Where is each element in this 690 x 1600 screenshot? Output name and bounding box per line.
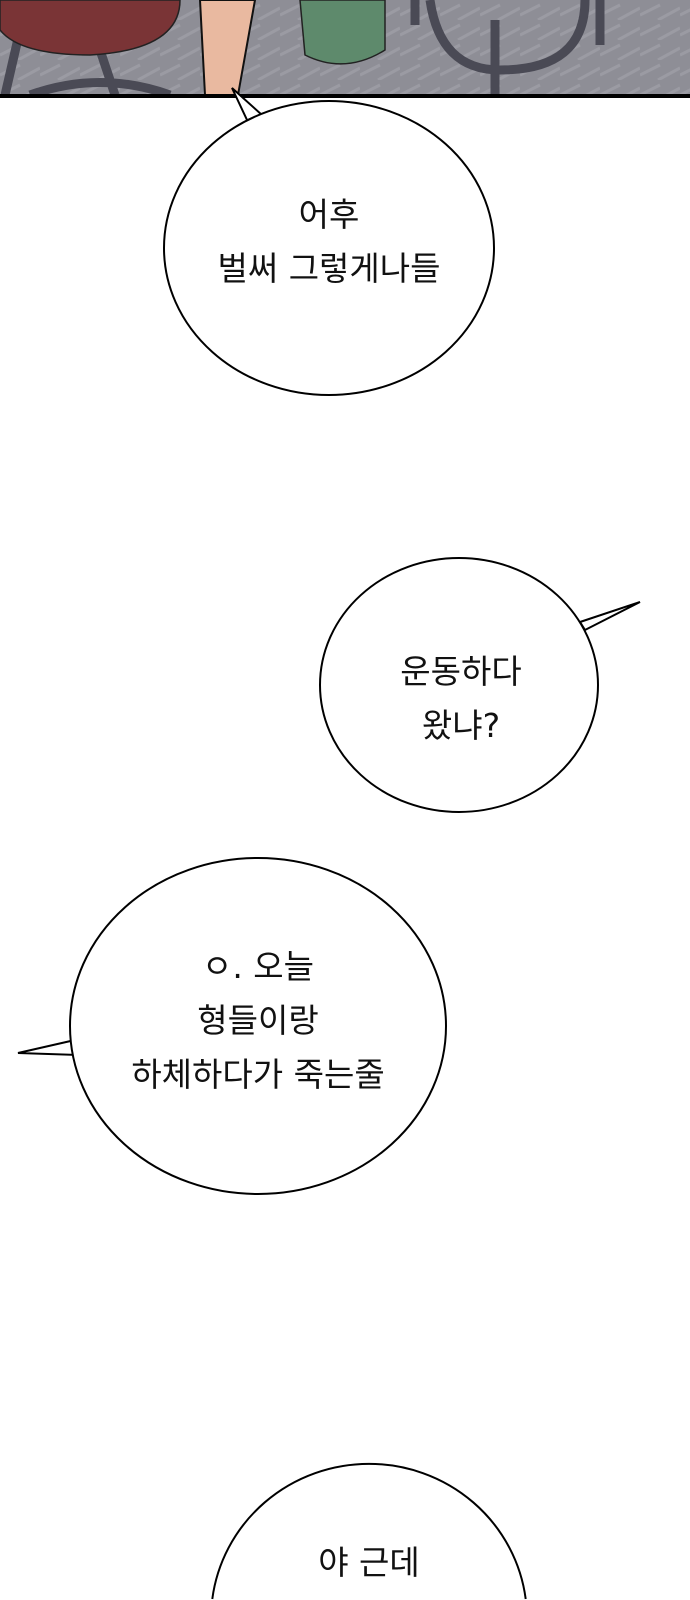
bubble-text-line: 벌써 그렇게나들 — [217, 249, 441, 288]
stool-left — [0, 0, 181, 95]
bubble-text-line: 어후 — [298, 195, 360, 234]
bubble-2 — [319, 557, 599, 813]
panel-border — [0, 94, 690, 98]
floor-scene-illustration — [0, 0, 690, 95]
bubble-text-line: 하체하다가 죽는줄 — [131, 1055, 385, 1094]
bubble-4-text: 야 근데 — [318, 1536, 420, 1590]
bubble-3-tail — [17, 1038, 80, 1057]
bubble-text-line: 형들이랑 — [197, 1001, 319, 1040]
bubble-3 — [69, 857, 447, 1195]
leg — [198, 0, 257, 95]
bubble-4 — [211, 1462, 527, 1600]
stool-right — [410, 0, 605, 95]
bubble-text-line: 왔냐? — [421, 706, 501, 745]
bubble-2-tail — [578, 601, 641, 632]
bubble-1-text: 어후 벌써 그렇게나들 — [217, 188, 440, 296]
bubble-text-line: 운동하다 — [400, 652, 522, 691]
comic-panel-floor-scene — [0, 0, 690, 95]
bubble-3-text: ㅇ. 오늘 형들이랑 하체하다가 죽는줄 — [131, 940, 384, 1102]
bubble-text-line: ㅇ. 오늘 — [201, 947, 315, 986]
cup — [299, 0, 386, 65]
bubble-1 — [163, 100, 495, 396]
bubble-text-line: 야 근데 — [318, 1543, 420, 1582]
bubble-2-text: 운동하다 왔냐? — [400, 645, 521, 753]
